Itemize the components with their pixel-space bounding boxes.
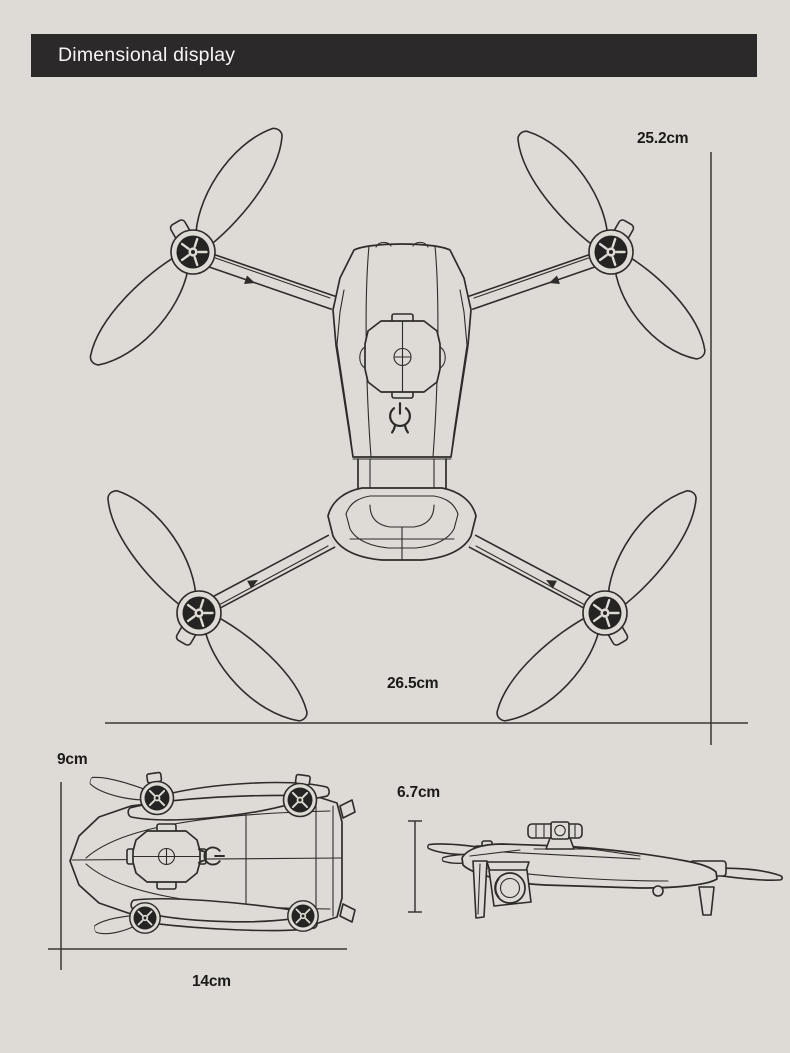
motor-icon — [282, 782, 318, 818]
header-bar: Dimensional display — [31, 34, 757, 77]
motor-icon — [175, 589, 223, 637]
folded-top-view-drawing — [48, 771, 356, 970]
motor-icon — [587, 228, 635, 276]
battery-hatch-folded — [126, 823, 207, 890]
page-title: Dimensional display — [58, 44, 236, 66]
dimension-label-folded-width: 9cm — [57, 751, 88, 768]
drone-arms — [195, 248, 609, 616]
dimension-label-unfolded-width: 26.5cm — [387, 675, 439, 692]
drone-body-top-view — [327, 241, 477, 561]
unfolded-top-view-drawing — [77, 115, 748, 745]
motor-icon — [139, 780, 175, 816]
battery-hatch — [359, 313, 446, 399]
camera-gimbal — [486, 861, 532, 907]
screw-icon — [157, 847, 176, 866]
motor-icon — [581, 589, 629, 637]
dimension-label-side-height: 6.7cm — [397, 784, 440, 801]
rear-sensor — [652, 885, 664, 897]
top-sensor-module — [527, 821, 591, 850]
landing-leg-front — [472, 860, 488, 919]
rear-fin — [339, 903, 356, 923]
folded-side-view-drawing — [408, 820, 784, 919]
landing-leg-rear — [698, 886, 715, 916]
motor-icon — [169, 228, 217, 276]
rear-fin — [339, 799, 356, 819]
motor-icon — [128, 901, 162, 935]
motor-icon — [286, 899, 320, 933]
motors — [169, 219, 635, 646]
dimension-label-folded-length: 14cm — [192, 973, 231, 990]
dimension-line-side-height — [408, 820, 422, 913]
dimension-label-unfolded-length: 25.2cm — [637, 130, 689, 147]
screw-icon — [393, 347, 412, 367]
